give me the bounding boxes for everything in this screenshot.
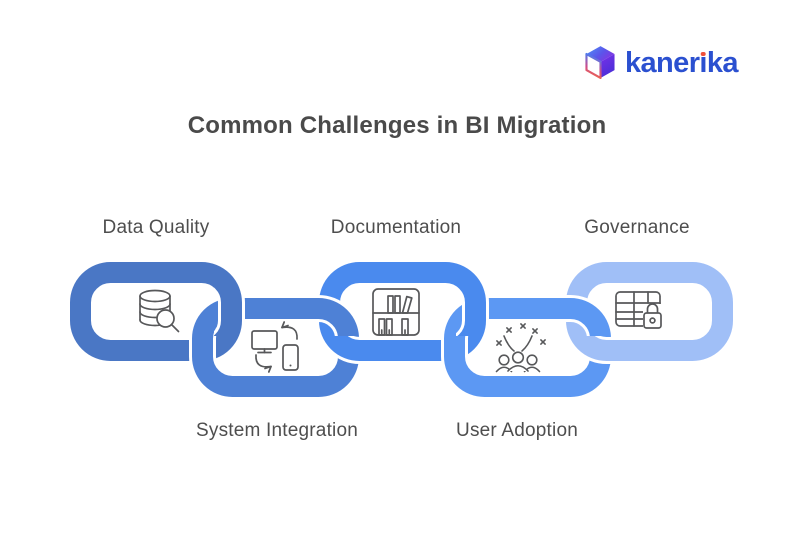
page-title: Common Challenges in BI Migration: [187, 112, 607, 139]
table-lock-icon: [608, 282, 668, 342]
device-sync-icon: [247, 318, 307, 378]
chain-link-label: User Adoption: [456, 420, 578, 441]
chain-link-label: System Integration: [195, 420, 359, 441]
chain-link-label: Documentation: [330, 217, 462, 238]
logo-i-dot: [700, 51, 706, 57]
team-celebration-icon: [488, 318, 548, 378]
kanerika-cube-icon: [585, 46, 615, 80]
chain-link-label: Data Quality: [102, 217, 210, 238]
bookshelf-icon: [366, 282, 426, 342]
chain-link-label: Governance: [584, 217, 690, 238]
database-search-icon: [126, 282, 186, 342]
